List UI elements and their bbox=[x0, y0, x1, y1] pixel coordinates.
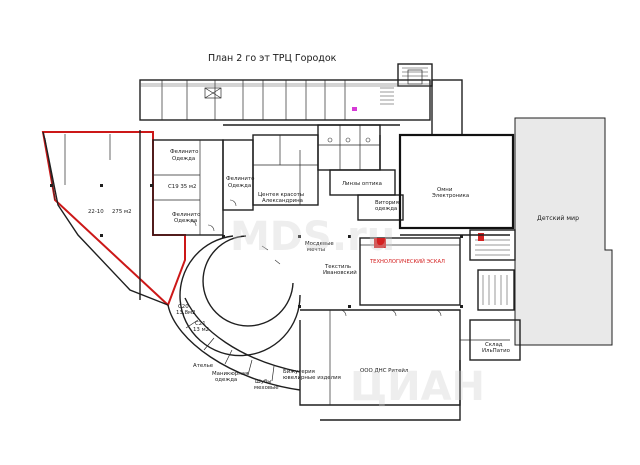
unit-22-10-id: 22-10 bbox=[88, 209, 104, 215]
unit-c19: С19 35 м2 bbox=[168, 184, 196, 190]
textil-name: Текстиль bbox=[324, 264, 351, 270]
felinto-3-type: Одежда bbox=[228, 183, 251, 189]
vitoria-block: Витория одежда bbox=[357, 194, 404, 221]
c21-area: 13 м2 bbox=[193, 327, 209, 333]
felinto-middle: Фелинито Одежда bbox=[222, 139, 254, 211]
omni-name: Омни bbox=[437, 187, 453, 193]
atelie-label: Ателье bbox=[193, 363, 214, 369]
watermark-mds: MDS.ru bbox=[230, 214, 395, 260]
upper-shops-row bbox=[139, 79, 463, 136]
central-atrium: ТЕХНОЛОГИЧЕСКИЙ ЭСКАЛ bbox=[359, 237, 461, 306]
bizhuteriya-name: Бижутерия bbox=[283, 369, 315, 375]
manikyur-sub: одежда bbox=[215, 377, 237, 383]
columns bbox=[222, 235, 463, 308]
mosdevoe-sub: мечты bbox=[307, 247, 325, 253]
service-block bbox=[317, 124, 381, 171]
omni-block: Омни Электроника bbox=[398, 133, 515, 230]
omni-type: Электроника bbox=[432, 193, 469, 199]
linza-block: Линзы оптика bbox=[329, 169, 396, 196]
watermark-cian: ЦИАН bbox=[350, 364, 485, 410]
tsenteya-block: Центея красоты Александрина bbox=[252, 134, 319, 206]
sklad-block: Склад ИльПатио bbox=[469, 319, 521, 361]
felinto-2-name: Фелинито bbox=[172, 212, 200, 218]
lower-arc-shops bbox=[167, 297, 510, 406]
sklad-name: Склад bbox=[485, 342, 503, 348]
detskiy-mir-block: Детский мир bbox=[514, 117, 613, 346]
vitoria-type: одежда bbox=[375, 206, 397, 212]
circular-atrium bbox=[179, 235, 301, 357]
felinto-block: Фелинито Одежда С19 35 м2 Фелинито Одежд… bbox=[152, 139, 224, 236]
left-exterior-wall bbox=[42, 131, 169, 306]
c20-id: С20 bbox=[178, 304, 189, 310]
unit-22-10: 22-10 275 м2 bbox=[41, 131, 186, 307]
bizhuteriya-sub: ювелирные изделия bbox=[283, 375, 341, 381]
escalator-label: ТЕХНОЛОГИЧЕСКИЙ ЭСКАЛ bbox=[369, 258, 445, 265]
interior-walls bbox=[139, 124, 510, 300]
c20-area: 13,8м2 bbox=[176, 310, 196, 316]
tsenteya-sub: Александрина bbox=[262, 198, 303, 204]
tsenteya-name: Центея красоты bbox=[258, 192, 304, 198]
dns-label: ООО ДНС Ритейл bbox=[360, 367, 408, 374]
top-stair-block bbox=[397, 63, 433, 87]
shuby-name: Шубы bbox=[255, 379, 272, 385]
plan-title: План 2 го эт ТРЦ Городок bbox=[208, 53, 337, 64]
felinto-3-name: Фелинито bbox=[226, 176, 254, 182]
linza-label: Линзы оптика bbox=[342, 181, 382, 187]
right-service-stairs bbox=[469, 229, 516, 311]
felinto-1-name: Фелинито bbox=[170, 149, 198, 155]
textil-sub: Ивановский bbox=[323, 269, 357, 276]
mosdevoe-name: Мосдевые bbox=[305, 241, 334, 247]
unit-22-10-area: 275 м2 bbox=[112, 209, 132, 215]
lower-right-wall bbox=[320, 360, 461, 421]
shuby-sub: меховые bbox=[254, 385, 279, 391]
label-detskiy-mir: Детский мир bbox=[537, 214, 579, 222]
door-swings bbox=[189, 199, 442, 317]
sklad-sub: ИльПатио bbox=[482, 348, 510, 354]
felinto-1-type: Одежда bbox=[172, 156, 195, 162]
manikyur-name: Маникюрная bbox=[212, 371, 248, 377]
c21-id: С21 bbox=[195, 321, 206, 327]
vitoria-name: Витория bbox=[375, 200, 399, 206]
felinto-2-type: Одежда bbox=[174, 218, 197, 224]
